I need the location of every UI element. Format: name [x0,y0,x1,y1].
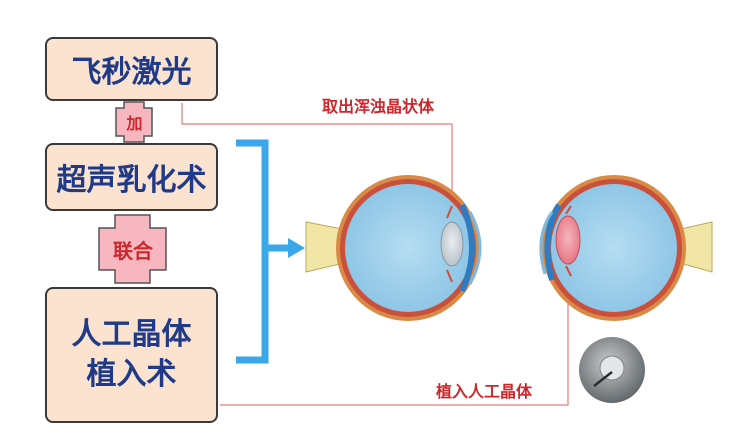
step-phacoemulsification: 超声乳化术 [45,143,218,211]
step-iol-line2: 植入术 [86,357,177,392]
bracket [236,139,269,364]
connector-plus-label: 加 [126,114,143,133]
arrow-head [288,238,305,258]
step-iol-line1: 人工晶体 [71,316,192,352]
connector-plus: 加 [118,107,151,137]
eye-iol [539,175,713,321]
implant-callout-line [220,258,569,406]
plus-small-shape [115,101,153,143]
iol-photo [579,337,645,403]
step-femtosecond-laser: 飞秒激光 [45,37,218,101]
step-iol-implantation: 人工晶体 植入术 [45,287,218,423]
remove-callout-line [181,103,453,205]
callout-implant-iol: 植入人工晶体 [436,382,533,401]
plus-big-shape [98,214,167,284]
step-femtosecond-label: 飞秒激光 [71,55,192,90]
connector-combined-label: 联合 [113,238,153,263]
step-phaco-label: 超声乳化术 [56,163,207,198]
connector-combined: 联合 [100,222,166,276]
eye-cataract [305,175,482,321]
callout-remove-lens: 取出浑浊晶状体 [322,97,435,116]
